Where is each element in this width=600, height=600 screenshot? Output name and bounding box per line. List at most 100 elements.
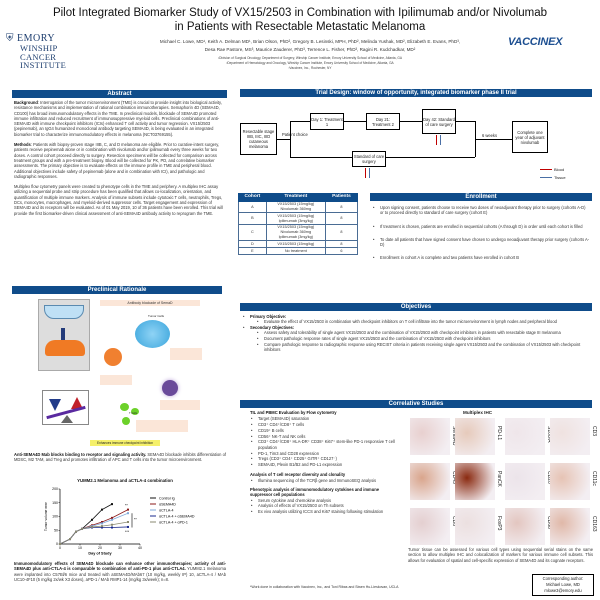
tumor-cells-illustration	[135, 320, 170, 348]
objectives-heading: Objectives	[240, 303, 592, 311]
correlative-methods: TIL and PBMC Evaluation by Flow cytometr…	[250, 410, 402, 515]
enrollment-item: Upon signing consent, patients choose to…	[372, 205, 590, 216]
y-tick-label: 150	[52, 501, 58, 505]
significance-annotation: **	[134, 518, 137, 522]
ihc-label: CD3	[591, 426, 597, 437]
table-cell: C	[238, 223, 267, 242]
tissue-legend-line	[540, 177, 552, 178]
table-cell: E	[238, 247, 267, 255]
data-point	[101, 522, 103, 525]
ihc-title: Multiplex IHC	[463, 410, 493, 415]
authors-line: Desa Rae Pastore, MS³, Maurice Zauderer,…	[204, 47, 416, 52]
blood-legend: Blood	[554, 167, 565, 172]
logo-text: WINSHIP	[20, 43, 58, 53]
shield-icon: ⛨	[6, 33, 14, 44]
secondary-objective: Compare pathologic response to radiograp…	[256, 342, 587, 353]
logo-text: CANCER	[20, 51, 57, 62]
data-point	[111, 526, 113, 529]
caption-text: SEMA4D blockade inhibits differentiation…	[14, 452, 226, 463]
ihc-label: CD11c	[591, 471, 597, 486]
column-header: Patients	[324, 193, 359, 202]
soc-surgery-box: Standard of care surgery	[352, 151, 386, 167]
data-point	[101, 526, 103, 529]
corresponding-author-box: Corresponding author: Michael Lowe, MD m…	[532, 574, 594, 596]
affiliation: ¹Division of Surgical Oncology, Departme…	[218, 56, 402, 60]
pheno-item: Serum cytokine and chemokine analysis	[250, 498, 402, 504]
flow-item: Target (SEMA4D) saturation	[250, 416, 402, 422]
data-point	[91, 518, 93, 521]
enrollment-item: To date all patients that have signed co…	[372, 237, 590, 248]
data-point	[111, 516, 113, 519]
ihc-label: PD-L1	[496, 426, 502, 441]
primary-label: Primary Objective:	[250, 314, 287, 319]
x-axis-label: Day of Study	[88, 552, 112, 556]
x-tick-label: 40	[138, 546, 142, 550]
enrollment-heading: Enrollment	[370, 193, 592, 201]
caption-bold: Immunomodulatory effects of SEMA4D block…	[14, 561, 226, 572]
data-point	[111, 518, 113, 521]
enhances-label: Enhances immune checkpoint inhibition	[90, 440, 160, 446]
day21-box: Day 21: Treatment 2	[366, 113, 400, 130]
ihc-label: CD45	[451, 471, 457, 484]
secondary-label: Secondary Objectives:	[250, 325, 295, 331]
ihc-label: S100/A	[546, 426, 552, 443]
affiliations: ¹Division of Surgical Oncology, Departme…	[150, 56, 470, 72]
t-cell-illustration	[120, 403, 129, 411]
table-cell: VX15/2503 (15mg/kg) Ipilimumab (3mg/kg)	[265, 212, 326, 225]
methods-label: Methods	[14, 142, 31, 148]
methods-text: : Patients with biopsy-proven stage IIIB…	[14, 142, 220, 179]
data-point	[91, 525, 93, 528]
data-point	[127, 508, 129, 511]
significance-annotation: **	[125, 504, 128, 508]
table-cell: 6	[324, 247, 359, 255]
macrophage-illustration	[104, 348, 122, 366]
flow-item: CD19⁺ B cells	[250, 428, 402, 434]
chart-title: YUMM2.1 Melanoma and aCTLA-4 combination	[77, 478, 173, 483]
data-point	[127, 512, 129, 515]
data-point	[75, 530, 77, 533]
data-point	[111, 503, 113, 506]
table-cell: 8	[324, 200, 359, 214]
y-tick-label: 0	[56, 542, 58, 546]
authors-line: Michael C. Lowe, MD¹, Keith A. Delman MD…	[159, 39, 461, 44]
ihc-label: CD8	[451, 516, 457, 527]
pheno-item: Analysis of effects of VX15/2503 on Th s…	[250, 503, 402, 509]
data-point	[101, 525, 103, 528]
table-cell: No treatment	[265, 247, 326, 255]
tissue-arrow-icon	[440, 135, 441, 145]
contact-name: Michael Lowe, MD	[546, 582, 580, 587]
pheno-item: Ex vivo analysis utilizing ICCS and Ki67…	[250, 509, 402, 515]
ihc-image	[410, 463, 450, 500]
ihc-image	[455, 508, 495, 545]
logo-text: EMORY	[17, 33, 56, 44]
flow-item: CD3⁺ CD4⁺/CD8⁺ T cells	[250, 422, 402, 428]
contact-label: Corresponding author:	[542, 576, 584, 581]
enrollment-item: Enrollment in cohort A is complete and t…	[372, 255, 590, 261]
ihc-image	[455, 463, 495, 500]
figure-title: Antibody blockade of SemaD	[100, 300, 200, 306]
tumor-cells-label: Tumor Cells	[148, 314, 165, 318]
preclinical-caption-1: Anti-SEMA4D Mab blocks binding to recept…	[14, 452, 226, 463]
tcell-note	[136, 420, 188, 432]
ihc-image	[410, 418, 450, 455]
caption-bold: Anti-SEMA4D Mab blocks binding to recept…	[14, 452, 147, 457]
preclinical-caption-2: Immunomodulatory effects of SEMA4D block…	[14, 561, 226, 582]
data-point	[127, 521, 129, 523]
legend-label: αSEMA4D	[159, 502, 176, 506]
ihc-image	[505, 418, 545, 455]
mdsc-note	[160, 400, 200, 410]
y-axis-label: Tumor volume mm³	[44, 501, 48, 531]
t-cell-illustration	[122, 417, 130, 425]
correlative-heading: Correlative Studies	[240, 400, 592, 408]
ihc-image	[505, 508, 545, 545]
balance-figure	[42, 390, 89, 425]
contact-email[interactable]: mlowe3@emory.edu	[544, 588, 582, 593]
trial-design-heading: Trial Design: window of opportunity, int…	[240, 89, 592, 97]
table-cell: 8	[324, 223, 359, 242]
table-cell: VX15/2503 (15mg/kg) Nivolumab 360mg Ipil…	[265, 223, 326, 242]
tcr-item: Illumina sequencing of the TCRβ gene and…	[250, 478, 402, 484]
blood-arrow-icon	[436, 135, 437, 145]
